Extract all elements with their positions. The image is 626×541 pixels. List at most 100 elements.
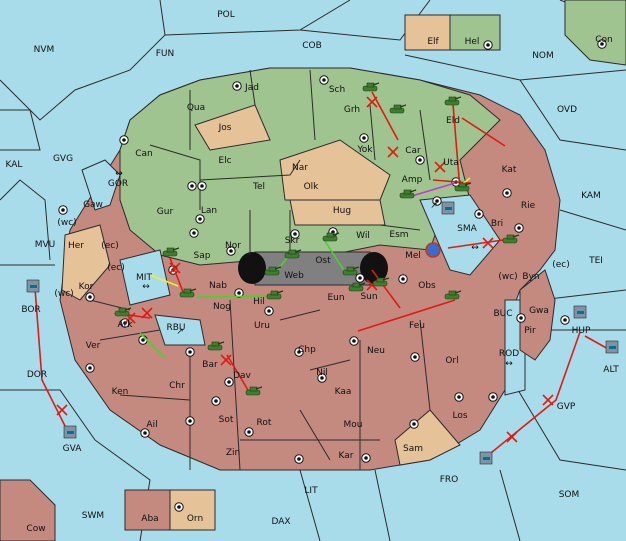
region-label-obs[interactable]: Obs <box>418 281 436 291</box>
army-tank-icon[interactable] <box>114 307 132 317</box>
region-label-gaw[interactable]: Gaw <box>83 200 103 210</box>
region-label-ost[interactable]: Ost <box>315 256 331 266</box>
region-label-dor[interactable]: DOR <box>27 370 47 380</box>
region-label-som[interactable]: SOM <box>559 490 580 500</box>
region-label-skr[interactable]: Skr <box>285 236 300 246</box>
region-label-kal[interactable]: KAL <box>6 160 23 170</box>
region-label-rot[interactable]: Rot <box>257 418 272 428</box>
region-label-zin[interactable]: Zin <box>226 448 240 458</box>
region-label-alt[interactable]: ALT <box>603 365 619 375</box>
army-tank-icon[interactable] <box>207 341 225 351</box>
region-label-qua[interactable]: Qua <box>187 103 205 113</box>
region-label-sap[interactable]: Sap <box>194 251 211 261</box>
region-label-ec2[interactable]: (ec) <box>107 263 125 273</box>
army-tank-icon[interactable] <box>454 182 472 192</box>
region-label-mel[interactable]: Mel <box>405 251 421 261</box>
region-label-lit[interactable]: LIT <box>304 486 318 496</box>
region-label-jos[interactable]: Jos <box>218 123 232 133</box>
region-label-kaa[interactable]: Kaa <box>335 387 352 397</box>
region-label-nor[interactable]: Nor <box>225 241 241 251</box>
army-tank-icon[interactable] <box>444 96 462 106</box>
region-label-bor[interactable]: BOR <box>21 305 40 315</box>
region-label-kor[interactable]: Kor <box>79 282 94 292</box>
army-tank-icon[interactable] <box>372 277 390 287</box>
fleet-ship-icon[interactable] <box>605 340 619 354</box>
region-label-mit[interactable]: MIT <box>136 273 152 283</box>
region-label-uta[interactable]: Uta <box>443 158 459 168</box>
army-tank-icon[interactable] <box>322 232 340 242</box>
region-label-ark[interactable]: Ark <box>117 320 133 330</box>
region-label-tei[interactable]: TEI <box>588 256 603 266</box>
army-tank-icon[interactable] <box>284 249 302 259</box>
region-label-wil[interactable]: Wil <box>356 231 370 241</box>
region-label-web[interactable]: Web <box>284 271 304 281</box>
region-label-ovd[interactable]: OVD <box>557 105 577 115</box>
region-label-hug[interactable]: Hug <box>333 206 351 216</box>
region-label-wc1[interactable]: (wc) <box>57 218 76 228</box>
region-label-pol[interactable]: POL <box>217 10 235 20</box>
fleet-ship-icon[interactable] <box>441 201 455 215</box>
region-label-elc[interactable]: Elc <box>218 156 231 166</box>
region-label-ail[interactable]: Ail <box>146 420 157 430</box>
region-label-gor[interactable]: GOR <box>108 179 128 189</box>
region-label-nab[interactable]: Nab <box>209 281 227 291</box>
region-label-neu[interactable]: Neu <box>367 346 385 356</box>
region-label-car[interactable]: Car <box>405 146 421 156</box>
region-label-kar[interactable]: Kar <box>339 451 354 461</box>
region-label-nil[interactable]: Nil <box>316 368 328 378</box>
region-label-gvp[interactable]: GVP <box>557 402 576 412</box>
region-label-dax[interactable]: DAX <box>271 517 290 527</box>
region-label-esm[interactable]: Esm <box>389 230 408 240</box>
army-tank-icon[interactable] <box>179 288 197 298</box>
army-tank-icon[interactable] <box>399 189 417 199</box>
region-label-grh[interactable]: Grh <box>344 105 360 115</box>
region-label-nog[interactable]: Nog <box>213 302 231 312</box>
army-tank-icon[interactable] <box>444 290 462 300</box>
region-label-nar[interactable]: Nar <box>292 163 308 173</box>
army-tank-icon[interactable] <box>502 234 520 244</box>
region-label-gva[interactable]: GVA <box>63 444 83 454</box>
region-label-fro[interactable]: FRO <box>440 475 459 485</box>
region-label-uru[interactable]: Uru <box>254 321 270 331</box>
region-label-gvg[interactable]: GVG <box>53 154 73 164</box>
region-label-con[interactable]: Con <box>595 35 613 45</box>
region-label-sot[interactable]: Sot <box>219 415 234 425</box>
fleet-ship-icon[interactable] <box>479 451 493 465</box>
region-label-bri[interactable]: Bri <box>491 219 503 229</box>
region-label-can[interactable]: Can <box>135 149 153 159</box>
region-label-mou[interactable]: Mou <box>344 420 363 430</box>
army-tank-icon[interactable] <box>348 282 366 292</box>
region-label-aba[interactable]: Aba <box>141 514 158 524</box>
region-label-hup[interactable]: HUP <box>572 326 591 336</box>
region-label-cob[interactable]: COB <box>302 41 322 51</box>
army-tank-icon[interactable] <box>266 290 284 300</box>
region-label-yok[interactable]: Yok <box>356 145 373 155</box>
region-label-swm[interactable]: SWM <box>82 511 104 521</box>
region-label-olk[interactable]: Olk <box>304 182 320 192</box>
region-label-orn[interactable]: Orn <box>187 514 203 524</box>
region-label-elf[interactable]: Elf <box>427 37 439 47</box>
region-label-gur[interactable]: Gur <box>157 207 174 217</box>
region-label-jad[interactable]: Jad <box>244 83 259 93</box>
region-label-cow[interactable]: Cow <box>26 524 45 534</box>
region-label-los[interactable]: Los <box>452 411 467 421</box>
region-label-nom[interactable]: NOM <box>532 51 554 61</box>
region-label-sun[interactable]: Sun <box>360 292 377 302</box>
region-label-nvm[interactable]: NVM <box>34 45 55 55</box>
region-label-fun[interactable]: FUN <box>156 49 175 59</box>
region-label-rie[interactable]: Rie <box>521 201 536 211</box>
region-label-byn[interactable]: Byn <box>522 272 539 282</box>
region-label-bar[interactable]: Bar <box>202 360 218 370</box>
region-label-ec1[interactable]: (ec) <box>101 241 119 251</box>
region-label-gwa[interactable]: Gwa <box>529 306 549 316</box>
army-tank-icon[interactable] <box>342 266 360 276</box>
fleet-ship-icon[interactable] <box>573 305 587 319</box>
region-label-chp[interactable]: Chp <box>298 345 316 355</box>
region-label-ec3[interactable]: (ec) <box>552 260 570 270</box>
fleet-ship-icon[interactable] <box>63 425 77 439</box>
region-label-mvu[interactable]: MVU <box>35 240 56 250</box>
region-label-orl[interactable]: Orl <box>445 356 458 366</box>
army-tank-icon[interactable] <box>389 104 407 114</box>
army-tank-icon[interactable] <box>245 386 263 396</box>
region-label-wc3[interactable]: (wc) <box>498 272 517 282</box>
